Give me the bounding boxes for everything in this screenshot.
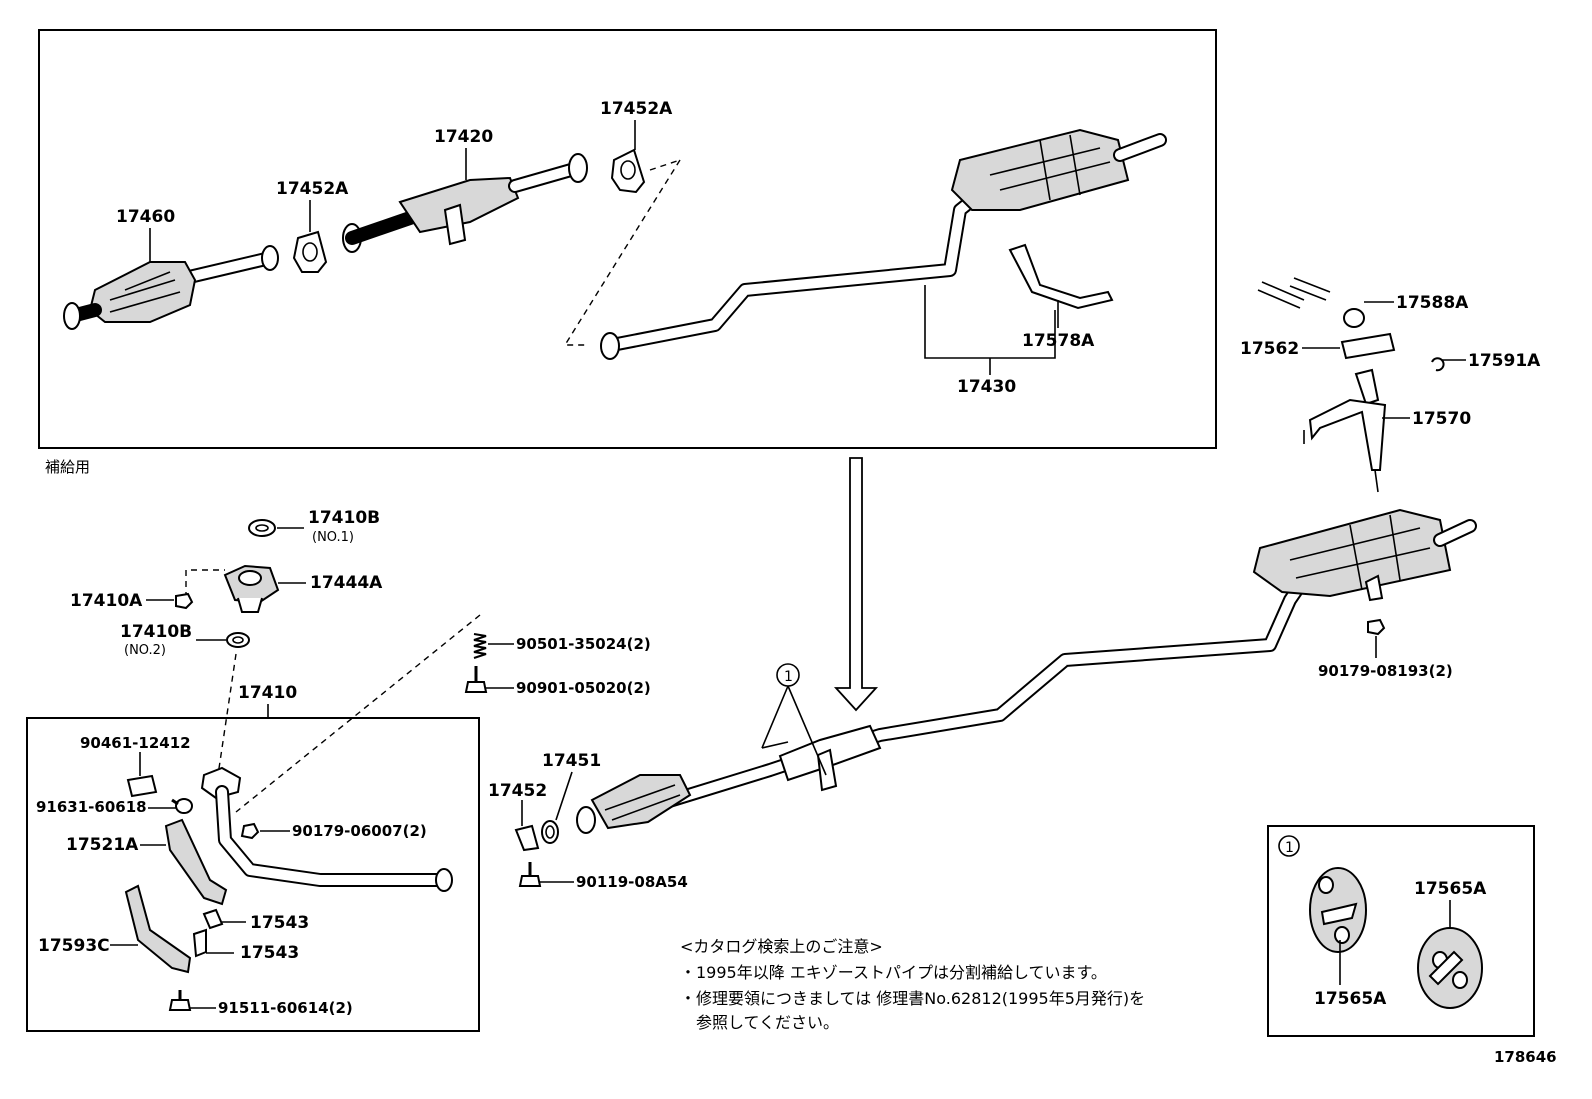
flange-17444a <box>223 564 280 613</box>
label-17591a: 17591A <box>1468 351 1541 371</box>
clip-17591a <box>1431 357 1445 372</box>
label-17452a-right: 17452A <box>600 99 673 119</box>
front-exhaust-pipe-17410 <box>200 766 453 892</box>
notes-line-2: ・修理要領につきましては 修理書No.62812(1995年5月発行)を <box>680 989 1145 1008</box>
callout-1-label: 1 <box>1285 840 1294 856</box>
label-17410b-no2-sub: (NO.2) <box>124 643 166 658</box>
label-17410b-no2: 17410B <box>120 622 192 642</box>
cushion-17588a <box>1343 308 1365 328</box>
catalytic-converter-17460 <box>63 245 279 330</box>
mount-cushion-17565a-right <box>1417 927 1483 1009</box>
gasket-17452a-right <box>610 148 646 194</box>
nut-90179-06007 <box>240 822 260 840</box>
catalog-notes: <カタログ検索上のご注意> ・1995年以降 エキゾーストパイプは分割補給してい… <box>680 937 1145 1032</box>
label-17452a-left: 17452A <box>276 179 349 199</box>
label-90179-08193: 90179-08193(2) <box>1318 662 1453 680</box>
label-17565a-right: 17565A <box>1414 879 1487 899</box>
gasket-17451 <box>541 820 559 844</box>
mount-cushion-17565a-left <box>1309 867 1367 953</box>
gasket-17410b-no1 <box>248 519 276 537</box>
label-17578a: 17578A <box>1022 331 1095 351</box>
label-17565a-left: 17565A <box>1314 989 1387 1009</box>
label-90179-06007: 90179-06007(2) <box>292 822 427 840</box>
label-17430: 17430 <box>957 377 1016 397</box>
supply-label: 補給用 <box>45 458 90 476</box>
label-17451: 17451 <box>542 751 601 771</box>
front-pipe-17420 <box>342 153 588 253</box>
spring-90501 <box>473 633 487 659</box>
notes-title: <カタログ検索上のご注意> <box>680 937 883 956</box>
notes-line-1: ・1995年以降 エキゾーストパイプは分割補給しています。 <box>680 963 1107 982</box>
callout-1-marker: 1 <box>761 663 827 776</box>
tail-pipe-17430 <box>600 128 1167 360</box>
label-90501: 90501-35024(2) <box>516 635 651 653</box>
nut-90179-08193 <box>1367 618 1386 636</box>
label-17410b-no1: 17410B <box>308 508 380 528</box>
bracket-17578a <box>1008 243 1114 310</box>
bracket-17543-upper <box>202 908 224 930</box>
assembled-exhaust-pipe <box>576 508 1477 834</box>
label-17444a: 17444A <box>310 573 383 593</box>
label-17410a: 17410A <box>70 591 143 611</box>
clamp-17452 <box>514 824 540 852</box>
bolt-90119 <box>518 862 542 887</box>
callout-1-detail-box <box>1267 825 1535 1037</box>
label-17543-lower: 17543 <box>240 943 299 963</box>
label-17452: 17452 <box>488 781 547 801</box>
supply-parts-box <box>38 29 1217 449</box>
label-90901: 90901-05020(2) <box>516 679 651 697</box>
nut-17410a <box>175 592 194 610</box>
label-17588a: 17588A <box>1396 293 1469 313</box>
hanger-rods <box>1257 277 1331 309</box>
down-arrow <box>833 457 879 712</box>
label-17521a: 17521A <box>66 835 139 855</box>
heat-insulator-17593c <box>124 884 192 974</box>
svg-text:1: 1 <box>784 669 793 685</box>
label-17543-upper: 17543 <box>250 913 309 933</box>
label-90461: 90461-12412 <box>80 734 191 752</box>
figure-number: 178646 <box>1494 1048 1557 1066</box>
label-17593c: 17593C <box>38 936 110 956</box>
clamp-90461 <box>126 774 158 798</box>
bolt-91511 <box>168 990 192 1011</box>
hanger-bracket-17570 <box>1303 368 1387 493</box>
exhaust-pipe-17410-box <box>26 717 480 1032</box>
bracket-17562 <box>1340 332 1396 360</box>
label-17562: 17562 <box>1240 339 1299 359</box>
gasket-17410b-no2 <box>226 632 250 648</box>
label-91631: 91631-60618 <box>36 798 147 816</box>
notes-line-3: 参照してください。 <box>696 1013 839 1032</box>
label-90119: 90119-08A54 <box>576 873 688 891</box>
label-17410: 17410 <box>238 683 297 703</box>
bracket-17543-lower <box>192 928 207 958</box>
label-17420: 17420 <box>434 127 493 147</box>
bolt-90901 <box>464 666 488 693</box>
label-91511: 91511-60614(2) <box>218 999 353 1017</box>
label-17570: 17570 <box>1412 409 1471 429</box>
bolt-91631 <box>171 798 193 814</box>
heat-insulator-17521a <box>164 818 228 906</box>
label-17460: 17460 <box>116 207 175 227</box>
label-17410b-no1-sub: (NO.1) <box>312 530 354 545</box>
gasket-17452a-left <box>292 230 328 273</box>
